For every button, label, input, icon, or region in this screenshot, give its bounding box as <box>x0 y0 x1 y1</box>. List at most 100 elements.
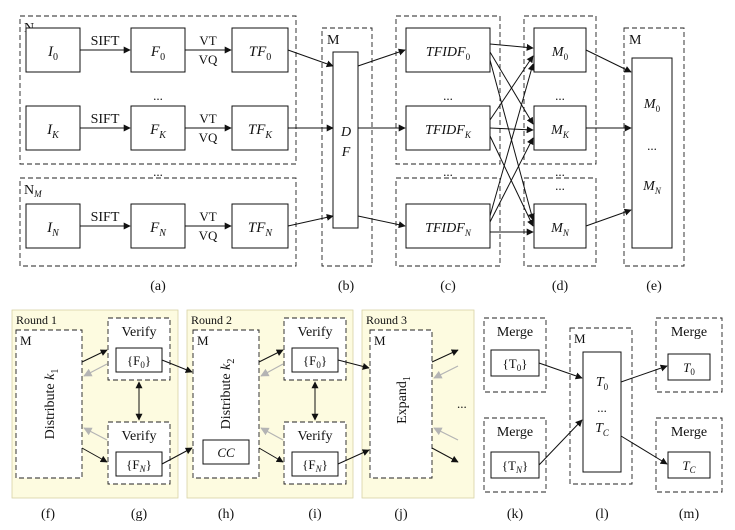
m-label-0: M0 <box>551 45 569 62</box>
tfidf-box-0 <box>405 27 491 73</box>
group-nm-label: NM <box>24 183 42 199</box>
tf-box-k <box>231 105 289 151</box>
set-fn-box-i <box>291 451 339 477</box>
op-vq-0: VQ <box>199 52 218 67</box>
merge-k-top-label: Merge <box>497 325 533 340</box>
merge-l-ellipsis: ... <box>597 400 607 415</box>
l-to-tc-arrow <box>620 435 668 465</box>
set-t0-label: {T0} <box>503 356 528 373</box>
l-to-t0-arrow <box>620 364 668 383</box>
verify-g-top-label: Verify <box>122 325 157 340</box>
verify-top-feedback-arrow <box>83 363 108 377</box>
final-frame <box>623 27 685 267</box>
op-vt-k: VT <box>199 111 216 126</box>
m-group-top <box>523 15 597 165</box>
round3-label: Round 3 <box>366 313 407 327</box>
df-to-tfidf0-arrow <box>357 48 406 67</box>
verify-i-bottom-label: Verify <box>298 429 333 444</box>
tf-box-n <box>231 203 289 249</box>
set-f0-box-g <box>115 347 163 373</box>
expand-m: M <box>374 333 386 348</box>
i-top-to-expand-arrow <box>337 359 370 370</box>
group-n0-frame <box>19 15 297 165</box>
shuffle-arrow-nk <box>489 137 534 223</box>
m-ellipsis-a: ... <box>555 88 565 103</box>
tf0-to-df-arrow <box>287 49 334 68</box>
op-vt-0: VT <box>199 33 216 48</box>
op-vq-n: VQ <box>199 228 218 243</box>
round1-label: Round 1 <box>16 313 57 327</box>
final-box <box>631 57 673 249</box>
input-box-k <box>25 105 81 151</box>
feature-label-k: FK <box>149 122 167 141</box>
final-m-label: M <box>629 33 642 48</box>
m-ellipsis-c: ... <box>555 178 565 193</box>
expand-ellipsis: ... <box>457 396 467 411</box>
set-tn-box <box>490 451 540 479</box>
merge-l-box <box>582 351 622 473</box>
caption-b: (b) <box>338 279 355 294</box>
feature-label-0: F0 <box>150 44 165 63</box>
ellipsis-row-b: ... <box>153 164 163 179</box>
set-fn-box-g <box>115 451 163 477</box>
caption-k: (k) <box>507 507 524 522</box>
verify-g-bottom-label: Verify <box>122 429 157 444</box>
g-bottom-to-k2-arrow <box>161 447 193 465</box>
expand-out-arrow-1 <box>431 349 459 363</box>
k2-to-verify-top-arrow <box>258 349 284 363</box>
final-item-0: M0 <box>643 97 661 114</box>
verify-i-bottom-feedback-arrow <box>260 427 284 441</box>
shuffle-arrow-k0 <box>489 55 534 121</box>
feature-label-n: FN <box>149 220 167 239</box>
distribute-k1-frame <box>15 329 83 479</box>
caption-h: (h) <box>218 507 235 522</box>
set-fn-label-i: {FN} <box>302 457 328 474</box>
tfidf-label-n: TFIDFN <box>425 221 472 238</box>
set-t0-box <box>490 349 540 377</box>
final-ellipsis: ... <box>647 138 657 153</box>
tfidf-group-top <box>395 15 501 165</box>
ellipsis-row-a: ... <box>153 88 163 103</box>
op-sift-n: SIFT <box>91 210 120 225</box>
op-vq-k: VQ <box>199 130 218 145</box>
df-m-label: M <box>327 33 340 48</box>
caption-j: (j) <box>394 507 408 522</box>
tfidf-label-0: TFIDF0 <box>426 45 471 62</box>
i-bottom-to-expand-arrow <box>337 449 370 465</box>
shuffle-arrow-n0 <box>489 63 535 217</box>
caption-e: (e) <box>646 279 662 294</box>
cc-label: CC <box>217 445 235 460</box>
tfidf-box-k <box>405 105 491 151</box>
expand-out-arrow-2 <box>431 447 459 463</box>
caption-i: (i) <box>308 507 322 522</box>
df-label-f: F <box>341 145 351 160</box>
group-nm-frame <box>19 177 297 267</box>
feature-box-0 <box>130 27 186 73</box>
tfn-to-df-arrow <box>287 213 334 227</box>
m-label-n: MN <box>550 221 570 238</box>
tfidf-ellipsis-b: ... <box>443 164 453 179</box>
merge-m-top-label: Merge <box>671 325 707 340</box>
tn-to-l-arrow <box>538 419 583 466</box>
final-item-n: MN <box>642 179 662 196</box>
shuffle-arrow-00 <box>489 43 534 51</box>
t0-to-l-arrow <box>538 362 583 380</box>
input-box-n <box>25 203 81 249</box>
k2-to-verify-bottom-arrow <box>258 447 284 463</box>
merge-l-tc: TC <box>595 421 610 438</box>
caption-a: (a) <box>150 279 166 294</box>
m-ellipsis-b: ... <box>555 164 565 179</box>
caption-m: (m) <box>679 507 700 522</box>
caption-f: (f) <box>41 507 55 522</box>
cc-box <box>202 439 250 465</box>
tf-label-0: TF0 <box>249 44 272 63</box>
feature-box-n <box>130 203 186 249</box>
tfidf-label-k: TFIDFK <box>425 123 472 140</box>
tfidf-box-n <box>405 203 491 249</box>
merge-m-bottom-label: Merge <box>671 425 707 440</box>
m0-to-final-arrow <box>585 49 632 73</box>
m-box-k <box>533 105 587 151</box>
input-box-0 <box>25 27 81 73</box>
df-box <box>332 51 359 229</box>
